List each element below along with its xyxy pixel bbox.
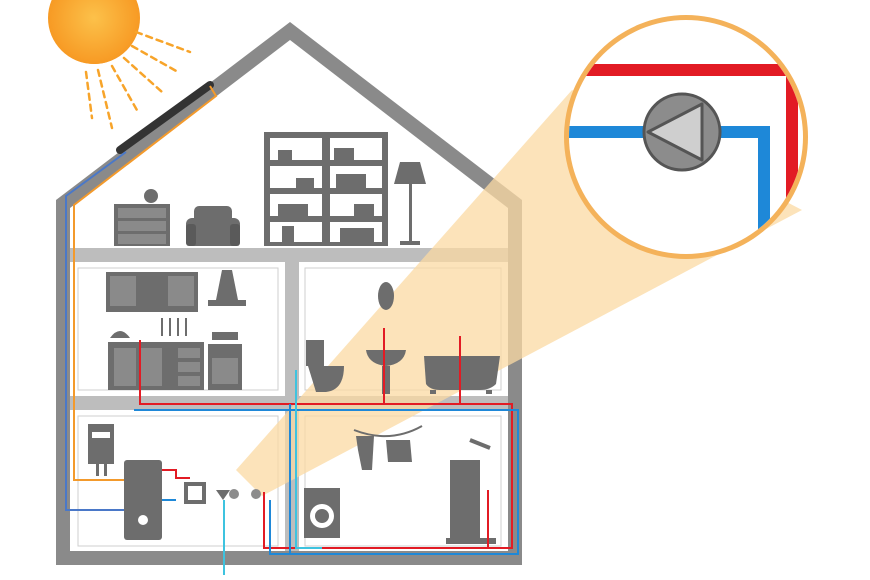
toilet-icon <box>306 340 344 392</box>
sun-icon <box>48 0 192 130</box>
hot-water-tank-icon <box>124 460 162 540</box>
washing-machine-icon <box>304 488 340 538</box>
kitchen-icon <box>106 270 246 390</box>
dresser-icon <box>114 189 170 246</box>
sink-icon <box>366 282 406 394</box>
bathtub-icon <box>424 356 500 394</box>
domestic-hot-pipes <box>139 328 513 549</box>
drain-pipes <box>223 370 322 575</box>
solar-collector-icon <box>116 81 214 154</box>
bookshelf-icon <box>264 132 388 246</box>
circulation-pump-icon <box>216 489 261 500</box>
heat-exchanger-icon <box>184 482 206 504</box>
domestic-cold-pipes <box>134 404 519 555</box>
laundry-icon <box>353 425 423 470</box>
armchair-icon <box>186 206 240 246</box>
boiler-icon <box>88 424 114 476</box>
floor-lamp-icon <box>394 162 426 245</box>
shower-icon <box>446 438 496 544</box>
zoom-callout-circle <box>564 15 808 259</box>
solar-loop-pipes <box>65 85 218 511</box>
